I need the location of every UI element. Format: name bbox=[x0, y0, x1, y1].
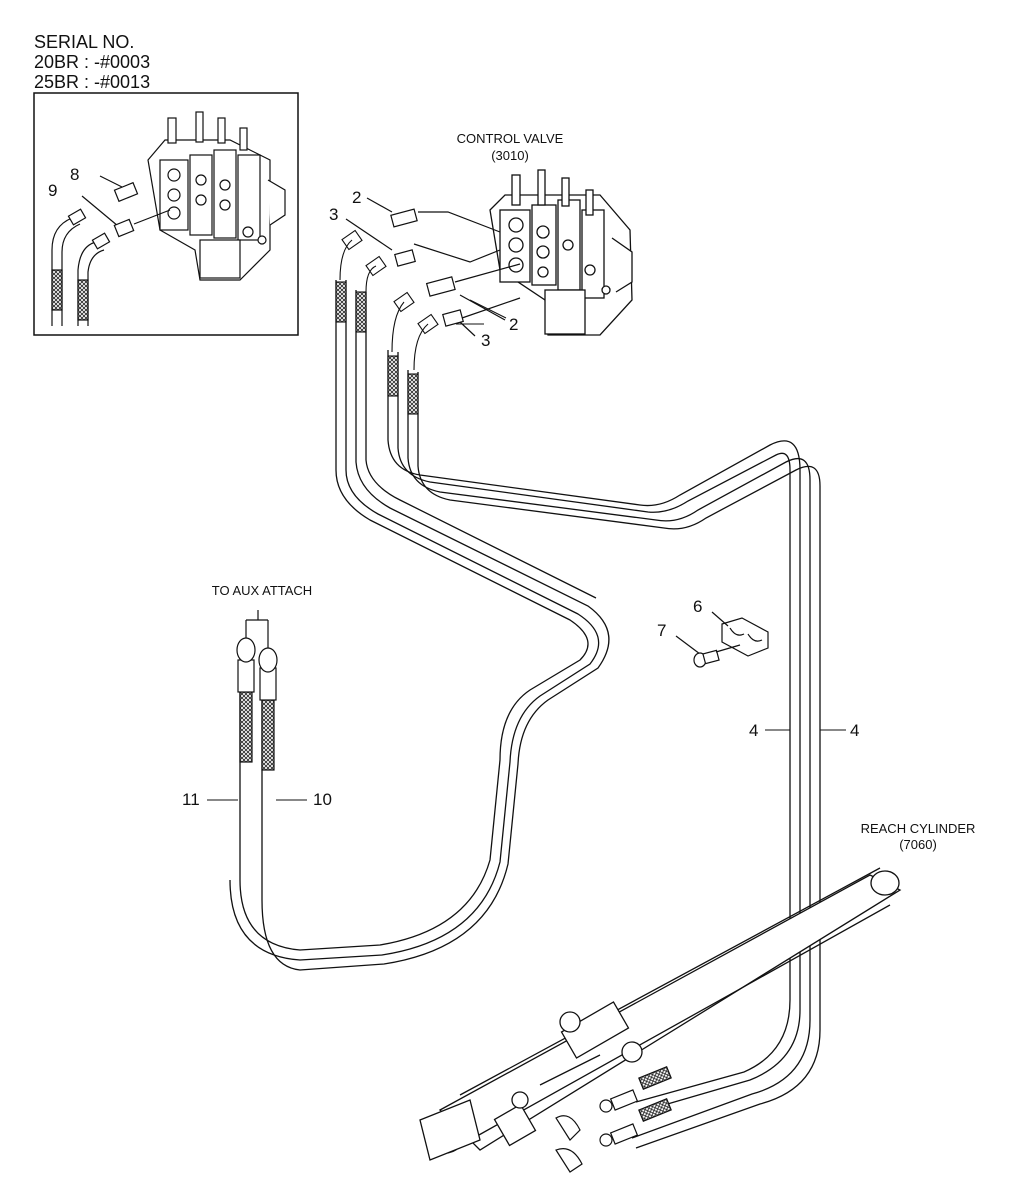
inset-detail-box bbox=[33, 92, 299, 336]
control-valve-3010 bbox=[489, 169, 633, 336]
inset-fitting-9 bbox=[81, 195, 171, 238]
callout-4-left: 4 bbox=[749, 721, 759, 740]
reach-cylinder-hose-ends bbox=[555, 1066, 672, 1173]
callout-2-lower: 2 bbox=[509, 315, 519, 334]
serial-heading: SERIAL NO. bbox=[34, 32, 135, 52]
reach-cylinder-label: REACH CYLINDER bbox=[860, 821, 976, 836]
callout-2-upper: 2 bbox=[352, 188, 362, 207]
reach-cylinder-code: (7060) bbox=[899, 837, 937, 852]
to-aux-attach-label: TO AUX ATTACH bbox=[211, 583, 313, 598]
reach-cylinder-7060 bbox=[419, 867, 902, 1161]
leader-lines bbox=[207, 299, 846, 801]
serial-line-25br: 25BR : -#0013 bbox=[34, 72, 151, 92]
aux-attach-fittings bbox=[236, 610, 278, 771]
hose-end-fittings-valve bbox=[335, 229, 439, 415]
callout-3-upper: 3 bbox=[329, 205, 339, 224]
control-valve-label: CONTROL VALVE bbox=[456, 131, 564, 146]
clamp-6 bbox=[711, 611, 769, 657]
fitting-3-upper bbox=[345, 218, 501, 267]
fitting-2-upper bbox=[366, 197, 501, 233]
callout-4-right: 4 bbox=[850, 721, 860, 740]
fitting-2-lower bbox=[425, 263, 521, 321]
control-valve-code: (3010) bbox=[491, 148, 529, 163]
callout-3-lower: 3 bbox=[481, 331, 491, 350]
callout-6: 6 bbox=[693, 597, 703, 616]
hose-group-to-aux bbox=[229, 280, 821, 1149]
callout-11: 11 bbox=[182, 790, 200, 809]
bolt-7 bbox=[675, 635, 741, 668]
serial-line-20br: 20BR : -#0003 bbox=[34, 52, 151, 72]
callout-7: 7 bbox=[657, 621, 667, 640]
inset-control-valve bbox=[147, 111, 286, 281]
callout-9: 9 bbox=[48, 181, 58, 200]
callout-10: 10 bbox=[313, 790, 332, 809]
inset-fitting-8 bbox=[99, 175, 139, 203]
callout-8: 8 bbox=[70, 165, 80, 184]
inset-hoses bbox=[51, 208, 111, 326]
